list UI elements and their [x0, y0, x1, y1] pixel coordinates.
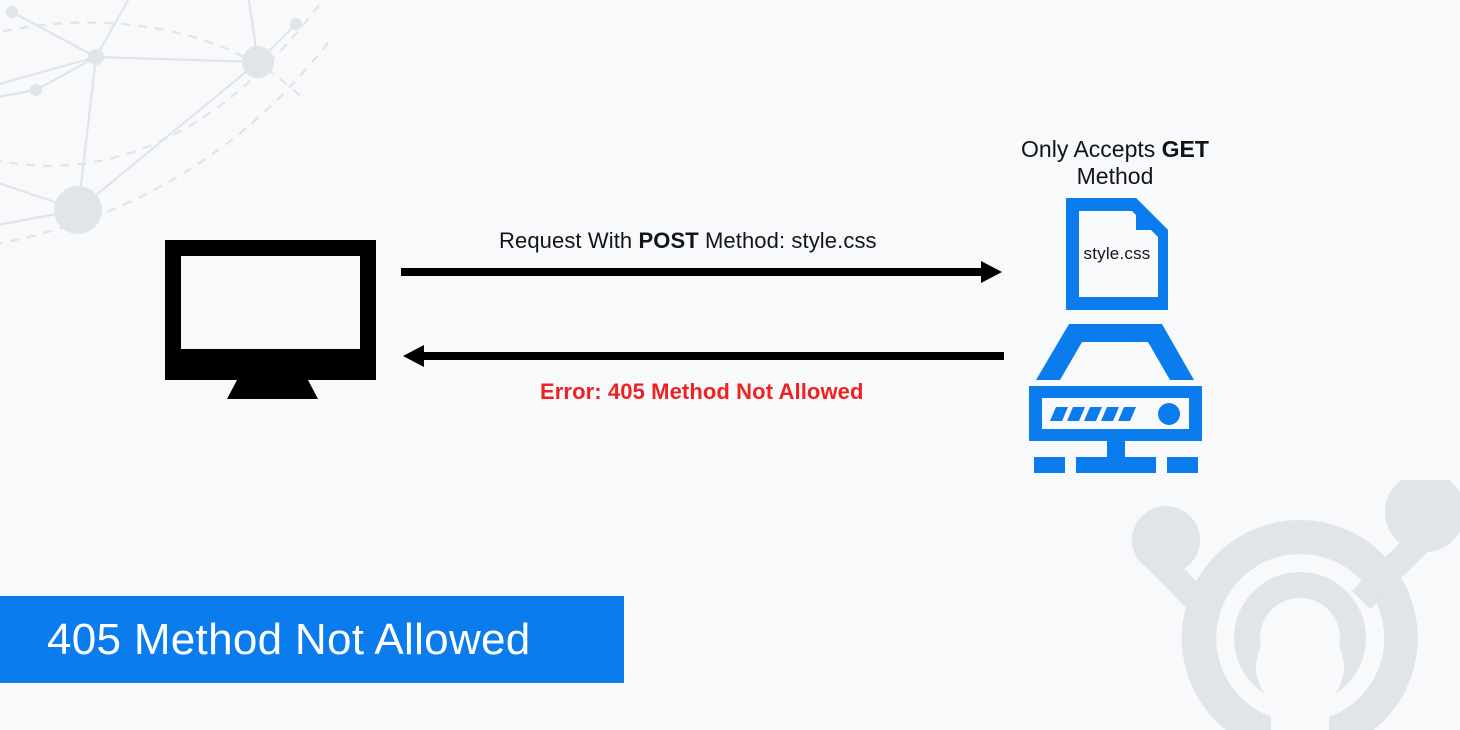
server-note-line2: Method [1076, 163, 1154, 189]
arrow-left-icon [403, 345, 1004, 367]
status-banner-text: 405 Method Not Allowed [47, 614, 531, 664]
requested-file: style.css [1062, 194, 1172, 314]
file-document-icon [1066, 198, 1168, 310]
request-method: POST [638, 228, 699, 253]
server-method-note: Only Accepts GET Method [1000, 136, 1230, 190]
network-graph-decoration [0, 0, 331, 245]
desktop-monitor-icon [165, 240, 376, 399]
request-label: Request With POST Method: style.css [499, 228, 877, 254]
server-note-prefix: Only Accepts [1021, 136, 1162, 162]
hub-keyhole-watermark [1132, 480, 1460, 730]
status-banner: 405 Method Not Allowed [0, 596, 624, 683]
response-error-label: Error: 405 Method Not Allowed [540, 379, 864, 404]
file-name-label: style.css [1083, 244, 1151, 263]
arrow-right-icon [401, 261, 1002, 283]
server-rack-icon [1029, 324, 1202, 473]
request-label-suffix: Method: style.css [698, 228, 877, 253]
server-allowed-method: GET [1161, 136, 1209, 162]
request-label-prefix: Request With [499, 228, 639, 253]
